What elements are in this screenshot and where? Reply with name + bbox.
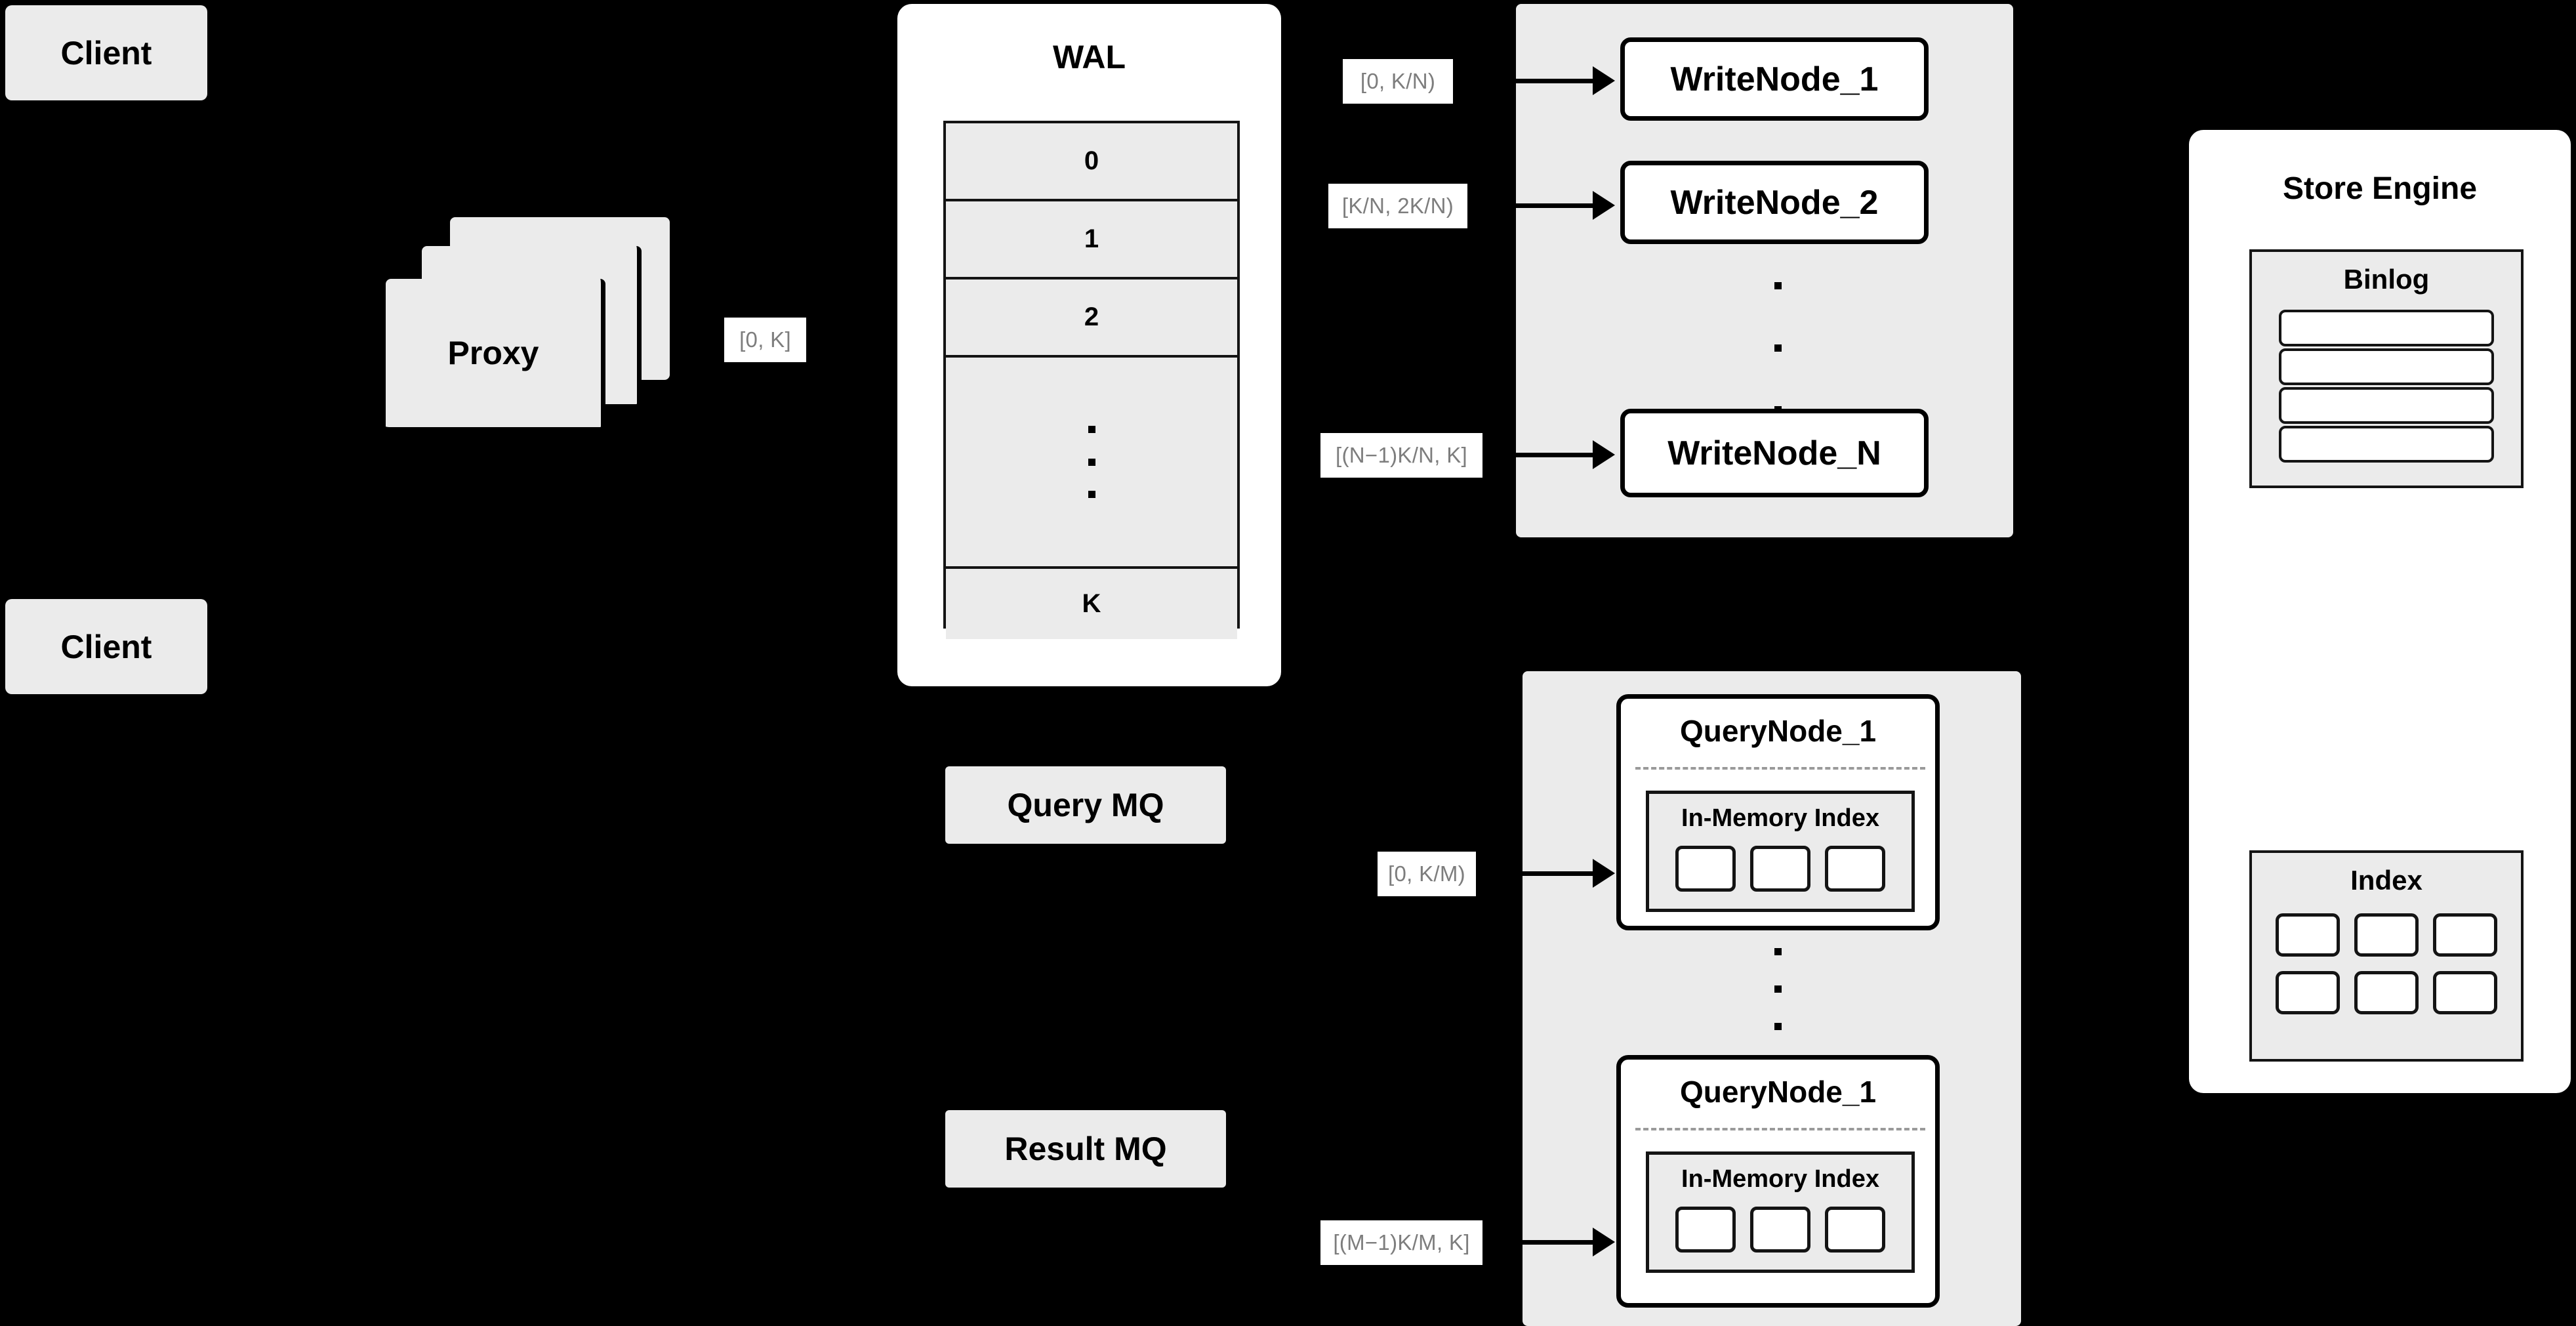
wal-row: 0: [946, 123, 1237, 201]
querynode-m-label: QueryNode_1: [1679, 1075, 1877, 1109]
index-cell: [1675, 846, 1736, 892]
wal-row-ellipsis: [946, 358, 1237, 569]
binlog-row: [2279, 310, 2494, 346]
index-cell: [1825, 1207, 1885, 1253]
wal-title: WAL: [1052, 39, 1126, 75]
client-box-2[interactable]: Client: [5, 599, 207, 694]
edge-label-querynode-1: [0, K/M): [1378, 852, 1476, 896]
dot: [1088, 491, 1095, 498]
wal-row: K: [946, 569, 1237, 639]
index-cell: [1825, 846, 1885, 892]
result-mq-box[interactable]: Result MQ: [945, 1110, 1226, 1188]
proxy-card-front[interactable]: Proxy: [386, 279, 605, 432]
dot: [1774, 344, 1782, 352]
in-memory-index-title: In-Memory Index: [1681, 804, 1879, 832]
querynode-1-separator: [1635, 767, 1925, 770]
querynode-m-separator: [1635, 1128, 1925, 1130]
binlog-row: [2279, 387, 2494, 424]
arrowhead-querynode-m: [1593, 1228, 1615, 1256]
binlog-box: Binlog: [2249, 249, 2524, 488]
client-label-1: Client: [60, 34, 152, 72]
binlog-row: [2279, 426, 2494, 463]
dot: [1088, 426, 1095, 433]
index-cell: [1750, 1207, 1810, 1253]
binlog-row: [2279, 348, 2494, 385]
index-box: Index: [2249, 850, 2524, 1062]
arrowhead-writenode-n: [1593, 440, 1615, 469]
edge-label-writenode-1: [0, K/N): [1343, 59, 1453, 104]
proxy-label: Proxy: [447, 335, 539, 371]
edge-label-proxy-to-wal: [0, K]: [724, 318, 806, 362]
result-mq-label: Result MQ: [1004, 1130, 1167, 1167]
connector-writenode-n: [1482, 453, 1609, 457]
edge-label-writenode-2: [K/N, 2K/N): [1328, 184, 1467, 228]
querynode-1[interactable]: QueryNode_1 In-Memory Index: [1616, 694, 1940, 930]
writenode-1[interactable]: WriteNode_1: [1620, 37, 1929, 121]
querynode-m[interactable]: QueryNode_1 In-Memory Index: [1616, 1055, 1940, 1308]
writenode-2[interactable]: WriteNode_2: [1620, 161, 1929, 244]
query-cluster-vertical-ellipsis: [1771, 948, 1784, 1030]
arrowhead-writenode-1: [1593, 66, 1615, 95]
arrowhead-querynode-1: [1593, 859, 1615, 888]
connector-writenode-2: [1467, 203, 1609, 208]
arrowhead-writenode-2: [1593, 191, 1615, 220]
wal-row: 1: [946, 201, 1237, 280]
dot: [1774, 985, 1782, 993]
querynode-1-label: QueryNode_1: [1679, 714, 1877, 748]
wal-panel: WAL 0 1 2 K: [897, 4, 1281, 686]
connector-writenode-1: [1453, 79, 1609, 83]
store-engine-title: Store Engine: [2282, 171, 2478, 206]
wal-vertical-ellipsis: [1088, 426, 1095, 498]
connector-querynode-1: [1476, 871, 1609, 876]
querynode-m-in-memory-index: In-Memory Index: [1646, 1151, 1915, 1273]
client-box-1[interactable]: Client: [5, 5, 207, 100]
edge-label-querynode-m: [(M−1)K/M, K]: [1320, 1220, 1482, 1265]
writenode-n[interactable]: WriteNode_N: [1620, 409, 1929, 497]
write-cluster-vertical-ellipsis: [1771, 282, 1784, 413]
querynode-1-in-memory-index: In-Memory Index: [1646, 791, 1915, 912]
dot: [1774, 282, 1782, 289]
edge-label-writenode-n: [(N−1)K/N, K]: [1320, 433, 1482, 478]
index-cell: [2433, 913, 2497, 957]
writenode-2-label: WriteNode_2: [1670, 183, 1879, 222]
client-label-2: Client: [60, 628, 152, 665]
writenode-1-label: WriteNode_1: [1670, 60, 1879, 98]
index-cell: [2433, 971, 2497, 1014]
dot: [1088, 458, 1095, 466]
store-engine-panel: Store Engine Binlog Index: [2189, 130, 2571, 1093]
wal-table: 0 1 2 K: [943, 121, 1240, 639]
query-mq-box[interactable]: Query MQ: [945, 766, 1226, 844]
index-cell: [1675, 1207, 1736, 1253]
connector-querynode-m: [1482, 1240, 1609, 1245]
binlog-title: Binlog: [2343, 264, 2430, 295]
index-cell: [2354, 971, 2419, 1014]
query-mq-label: Query MQ: [1007, 787, 1164, 823]
wal-row: 2: [946, 280, 1237, 358]
index-cell: [1750, 846, 1810, 892]
index-cell: [2276, 913, 2340, 957]
index-cell: [2354, 913, 2419, 957]
dot: [1774, 1023, 1782, 1030]
dot: [1774, 948, 1782, 955]
in-memory-index-title: In-Memory Index: [1681, 1165, 1879, 1193]
writenode-n-label: WriteNode_N: [1667, 434, 1881, 472]
index-cell: [2276, 971, 2340, 1014]
index-title: Index: [2350, 865, 2423, 896]
